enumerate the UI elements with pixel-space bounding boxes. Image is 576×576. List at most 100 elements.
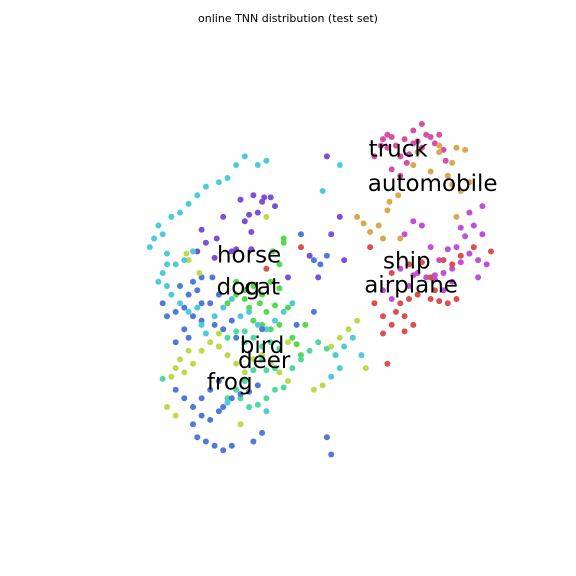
point-frog-32 [159, 231, 166, 238]
point-bird-9 [241, 378, 248, 384]
cluster-label-automobile: automobile [368, 171, 498, 197]
point-ship-6 [466, 250, 473, 257]
point-frog-30 [146, 244, 153, 251]
point-frog-31 [155, 222, 162, 229]
point-horse-24 [328, 231, 335, 238]
point-frog-41 [241, 153, 248, 160]
point-dog-2 [215, 291, 222, 298]
point-horse-19 [198, 226, 205, 233]
point-horse-16 [250, 192, 257, 199]
point-truck-15 [403, 159, 410, 166]
point-ship-5 [457, 259, 464, 266]
point-bird-23 [315, 339, 322, 346]
point-truck-23 [442, 157, 449, 164]
point-horse-7 [202, 239, 209, 246]
cluster-label-cat: cat [244, 275, 280, 301]
point-frog-9 [185, 308, 192, 315]
point-ship-15 [479, 203, 486, 210]
point-bird-12 [237, 395, 244, 402]
point-deer-4 [250, 356, 257, 363]
point-cat-6 [256, 300, 263, 307]
point-deer-3 [241, 369, 248, 376]
point-deer-23 [336, 334, 343, 341]
point-extra-26 [323, 434, 330, 441]
point-deer-22 [328, 343, 335, 350]
point-cat-9 [272, 302, 278, 309]
point-truck-22 [384, 131, 391, 138]
point-airplane-4 [440, 257, 447, 264]
point-frog-0 [190, 248, 196, 255]
point-dog-18 [185, 334, 192, 341]
point-cat-0 [233, 278, 240, 285]
point-horse-5 [220, 213, 227, 220]
point-cat-5 [276, 285, 283, 292]
point-frog-44 [336, 162, 343, 168]
point-ship-28 [388, 296, 395, 302]
point-horse-20 [341, 257, 348, 264]
point-airplane-17 [388, 321, 395, 328]
point-airplane-8 [444, 300, 451, 307]
point-deer-28 [285, 339, 291, 346]
point-extra-8 [228, 395, 235, 402]
cluster-labels: truckautomobileshipairplanehorsedogcatbi… [207, 136, 498, 395]
point-frog-6 [164, 283, 170, 289]
point-deer-8 [285, 378, 291, 384]
point-extra-25 [328, 451, 335, 458]
point-frog-28 [358, 352, 365, 359]
point-frog-19 [263, 326, 270, 333]
point-deer-25 [354, 317, 361, 324]
point-horse-8 [194, 248, 201, 255]
point-ship-7 [475, 257, 482, 264]
point-extra-1 [310, 308, 317, 315]
point-ship-3 [440, 287, 447, 294]
point-airplane-22 [453, 296, 460, 302]
point-extra-0 [293, 321, 300, 328]
point-extra-19 [172, 386, 179, 393]
cluster-label-horse: horse [217, 242, 281, 268]
point-frog-46 [164, 261, 170, 268]
point-cat-14 [250, 317, 257, 324]
point-cat-24 [293, 341, 300, 348]
point-automobile-13 [375, 222, 382, 229]
point-deer-14 [215, 330, 222, 337]
point-automobile-8 [444, 172, 451, 179]
point-ship-17 [406, 283, 412, 289]
point-cat-21 [269, 248, 276, 255]
point-frog-48 [263, 408, 270, 415]
cluster-label-truck: truck [369, 136, 429, 162]
point-frog-45 [319, 188, 326, 194]
point-frog-4 [159, 270, 166, 276]
point-extra-22 [198, 395, 205, 402]
point-dog-23 [310, 257, 317, 264]
point-automobile-12 [384, 207, 391, 214]
point-airplane-25 [367, 244, 374, 251]
chart-title: online TNN distribution (test set) [198, 12, 378, 25]
point-ship-14 [466, 209, 473, 216]
point-cat-2 [250, 283, 257, 289]
point-dog-16 [159, 300, 166, 307]
point-frog-11 [198, 321, 205, 328]
point-deer-10 [181, 369, 188, 376]
point-frog-22 [289, 300, 296, 307]
point-bird-14 [254, 401, 261, 408]
point-horse-1 [246, 211, 253, 218]
point-cat-23 [289, 334, 296, 341]
point-bird-11 [224, 395, 231, 402]
cluster-label-bird: bird [240, 333, 285, 359]
point-cat-19 [280, 235, 287, 242]
point-bird-10 [233, 386, 240, 393]
point-extra-2 [259, 326, 266, 333]
point-automobile-14 [367, 229, 374, 235]
point-truck-2 [393, 142, 399, 149]
point-truck-0 [380, 136, 386, 143]
point-frog-14 [220, 304, 227, 311]
point-airplane-11 [406, 296, 412, 302]
point-extra-20 [181, 395, 188, 402]
point-automobile-4 [449, 159, 456, 166]
point-dog-19 [220, 326, 227, 333]
cluster-label-ship: ship [383, 249, 431, 275]
point-ship-8 [483, 261, 490, 268]
point-truck-12 [377, 142, 384, 149]
point-airplane-7 [431, 287, 438, 294]
